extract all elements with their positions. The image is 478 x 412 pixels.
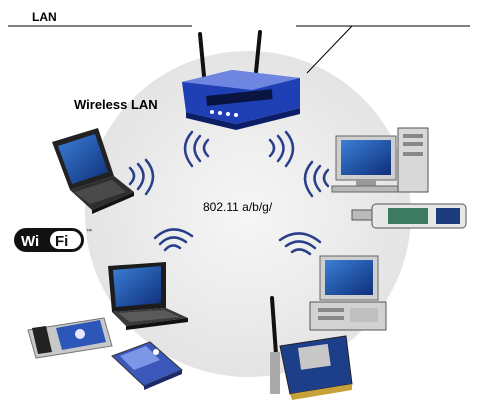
lan-connector-line xyxy=(306,25,353,74)
desktop-top-waves xyxy=(303,160,330,198)
desktop-bottom-right xyxy=(309,255,387,331)
router-waves-right xyxy=(268,130,295,168)
pc-card xyxy=(27,317,113,359)
pci-wireless-card xyxy=(270,296,353,400)
wireless-standard-label: 802.11 a/b/g/ xyxy=(203,200,273,214)
laptop-bottom-waves xyxy=(153,228,194,252)
svg-text:Wi: Wi xyxy=(21,233,39,250)
laptop-top-waves xyxy=(128,158,155,196)
desktop-bottom-waves xyxy=(278,232,322,256)
wifi-logo: Wi Fi ™ xyxy=(12,225,96,255)
svg-text:Fi: Fi xyxy=(55,233,68,250)
svg-text:™: ™ xyxy=(86,228,92,235)
wireless-router xyxy=(182,30,300,130)
usb-card-adapter xyxy=(111,341,183,390)
desktop-top-right xyxy=(331,127,429,193)
usb-wireless-stick xyxy=(351,203,467,229)
lan-label: LAN xyxy=(32,10,57,24)
laptop-bottom-left xyxy=(108,262,188,330)
laptop-top-left xyxy=(52,128,134,214)
wireless-lan-label: Wireless LAN xyxy=(74,97,158,112)
router-waves-left xyxy=(183,130,210,168)
